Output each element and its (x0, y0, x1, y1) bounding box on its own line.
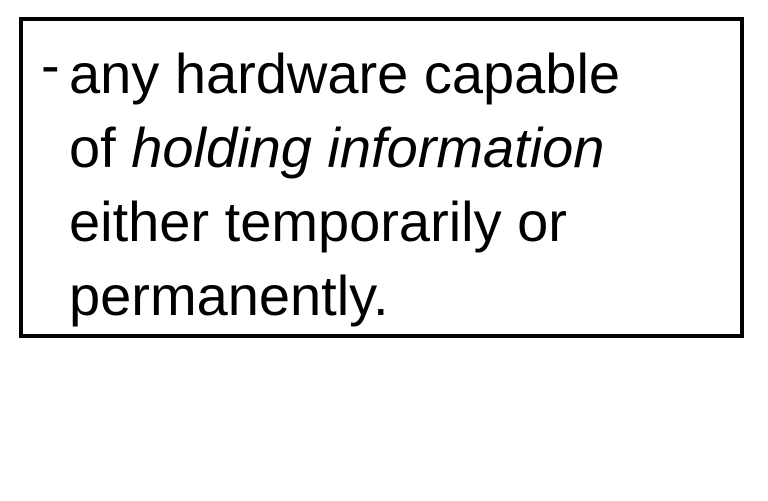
definition-text: any hardware capable of holding informat… (69, 37, 739, 333)
definition-box: - any hardware capable of holding inform… (19, 17, 744, 338)
definition-line-2-prefix: of (69, 116, 132, 179)
definition-line-2: of holding information (69, 111, 739, 185)
definition-line-1: any hardware capable (69, 42, 621, 105)
bullet-dash: - (41, 33, 60, 96)
definition-line-3: either temporarily or (69, 190, 567, 253)
definition-emphasis: holding information (131, 116, 605, 179)
definition-line-4: permanently. (69, 264, 389, 327)
